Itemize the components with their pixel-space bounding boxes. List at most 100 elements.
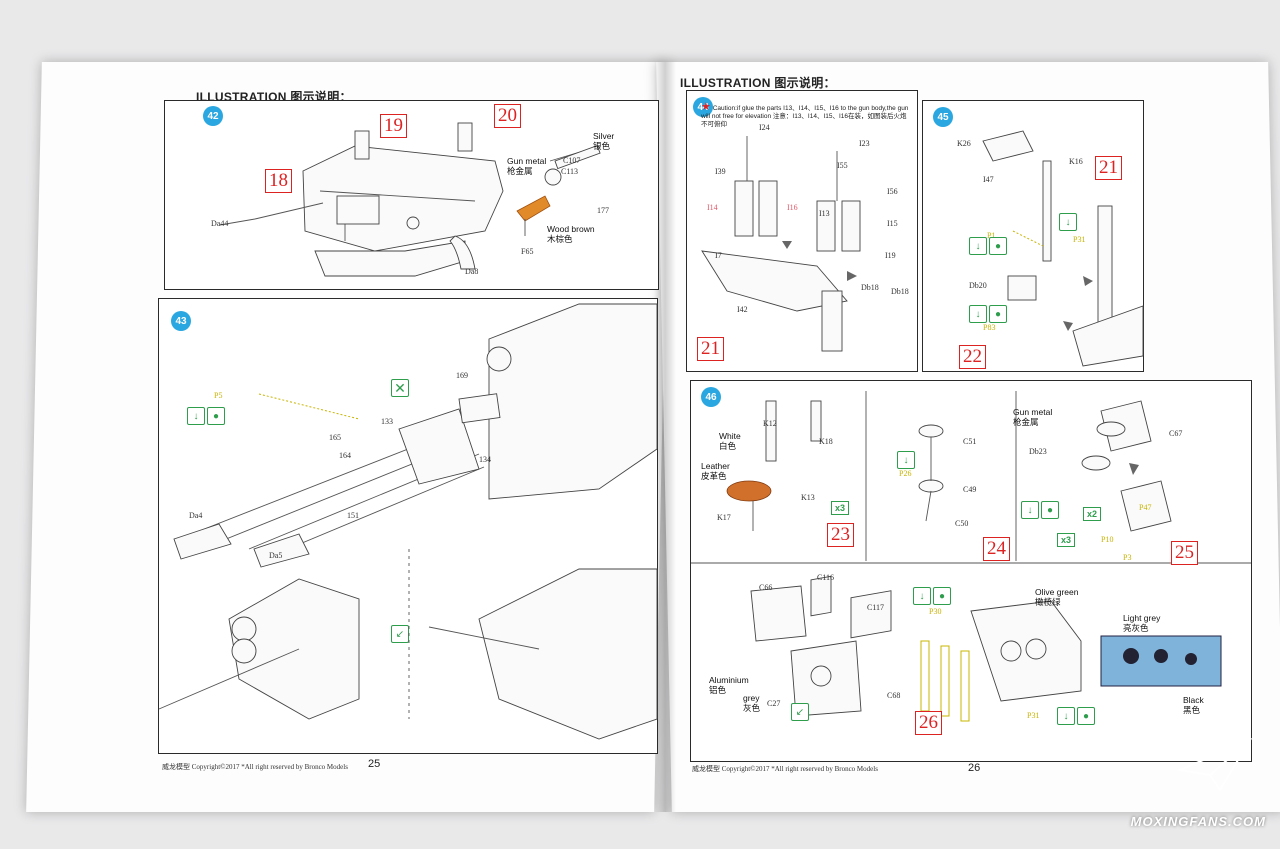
part-label: 169 xyxy=(456,371,468,380)
sub-assembly-box: 19 xyxy=(380,114,407,138)
part-label: C51 xyxy=(963,437,977,446)
part-label: 134 xyxy=(479,455,491,464)
sub-assembly-box: 25 xyxy=(1171,541,1198,565)
part-label: I19 xyxy=(885,251,896,260)
glue-icon: ↓ xyxy=(1021,501,1039,519)
sub-assembly-box: 21 xyxy=(1095,156,1122,180)
glue-icon: ↓ xyxy=(969,237,987,255)
quantity-badge: x3 xyxy=(831,501,850,515)
caution-note: ★ Caution:if glue the parts I13、I14、I15、… xyxy=(701,101,909,129)
part-label: Db18 xyxy=(891,287,909,296)
part-label: C50 xyxy=(955,519,969,528)
page-footer: 威龙模型 Copyright©2017 *All right reserved … xyxy=(162,763,348,771)
part-label: I42 xyxy=(737,305,748,314)
part-label: P5 xyxy=(214,391,223,400)
part-label: K18 xyxy=(819,437,833,446)
part-label: 165 xyxy=(329,433,341,442)
part-label: P1 xyxy=(987,231,996,240)
part-label: C27 xyxy=(767,699,781,708)
part-label: I23 xyxy=(859,139,870,148)
part-label: Db18 xyxy=(861,283,879,292)
part-label: K17 xyxy=(717,513,731,522)
part-label: C66 xyxy=(759,583,773,592)
part-label: Da5 xyxy=(269,551,283,560)
part-label: I47 xyxy=(983,175,994,184)
paint-icon: ● xyxy=(1077,707,1095,725)
gun-mount-drawing xyxy=(701,136,861,352)
paint-icon: ● xyxy=(989,305,1007,323)
part-label: I55 xyxy=(837,161,848,170)
view-arrow-icon: ↙ xyxy=(791,703,809,721)
step-badge: 46 xyxy=(701,387,721,407)
part-label: P31 xyxy=(1027,711,1040,720)
step-45-panel: 45 K26 K16 I47 P1 P31 Db20 P83 21 22 ↓ ●… xyxy=(922,100,1144,372)
part-label: Db20 xyxy=(969,281,987,290)
illustration-title: ILLUSTRATION 图示说明： xyxy=(680,76,836,90)
page-footer: 威龙模型 Copyright©2017 *All right reserved … xyxy=(692,765,878,773)
sub-assembly-box: 24 xyxy=(983,537,1010,561)
quantity-badge: x2 xyxy=(1083,507,1102,521)
part-label: I7 xyxy=(715,251,722,260)
step-43-panel: 43 ↓ ● ✕ ↙ P5 169 133 165 164 134 151 Da… xyxy=(158,298,658,754)
glue-icon: ↓ xyxy=(913,587,931,605)
step-badge: 45 xyxy=(933,107,953,127)
step-46-dividers xyxy=(691,391,1251,722)
part-label: P30 xyxy=(929,607,942,616)
glue-icon: ↓ xyxy=(969,305,987,323)
part-label: C68 xyxy=(887,691,901,700)
part-label: I56 xyxy=(887,187,898,196)
glue-icon: ↓ xyxy=(897,451,915,469)
sub-assembly-box: 22 xyxy=(959,345,986,369)
part-label: C116 xyxy=(817,573,835,582)
part-label: P47 xyxy=(1139,503,1152,512)
glue-icon: ↓ xyxy=(1059,213,1077,231)
part-label: I39 xyxy=(715,167,726,176)
part-label: I24 xyxy=(759,123,770,132)
part-label: 164 xyxy=(339,451,351,460)
part-label: K26 xyxy=(957,139,971,148)
watermark: MOXINGFANS.COM xyxy=(1130,814,1266,829)
paint-icon: ● xyxy=(1041,501,1059,519)
part-label: I13 xyxy=(819,209,830,218)
part-label: K12 xyxy=(763,419,777,428)
part-label: 177 xyxy=(597,206,609,215)
part-label: C117 xyxy=(867,603,885,612)
glue-icon: ↓ xyxy=(187,407,205,425)
sub-assembly-box: 18 xyxy=(265,169,292,193)
part-label: C67 xyxy=(1169,429,1183,438)
part-label: C49 xyxy=(963,485,977,494)
paint-icon: ● xyxy=(933,587,951,605)
part-label: Da4 xyxy=(189,511,203,520)
part-label: K13 xyxy=(801,493,815,502)
part-label: F65 xyxy=(521,247,534,256)
step-badge: 42 xyxy=(203,106,223,126)
part-label: 151 xyxy=(347,511,359,520)
view-arrow-icon: ↙ xyxy=(391,625,409,643)
part-label: C107 xyxy=(563,156,581,165)
part-label: P83 xyxy=(983,323,996,332)
part-label: Da8 xyxy=(465,267,479,276)
part-label: P31 xyxy=(1073,235,1086,244)
sub-assembly-box: 21 xyxy=(697,337,724,361)
step-badge: 43 xyxy=(171,311,191,331)
part-label: K16 xyxy=(1069,157,1083,166)
part-label: P3 xyxy=(1123,553,1132,562)
part-label: 133 xyxy=(381,417,393,426)
part-label: C113 xyxy=(561,167,579,176)
sub-assembly-box: 20 xyxy=(494,104,521,128)
sub-assembly-box: 23 xyxy=(827,523,854,547)
step-badge: 44 xyxy=(693,97,713,117)
paper-plane-logo-icon xyxy=(1176,737,1253,792)
